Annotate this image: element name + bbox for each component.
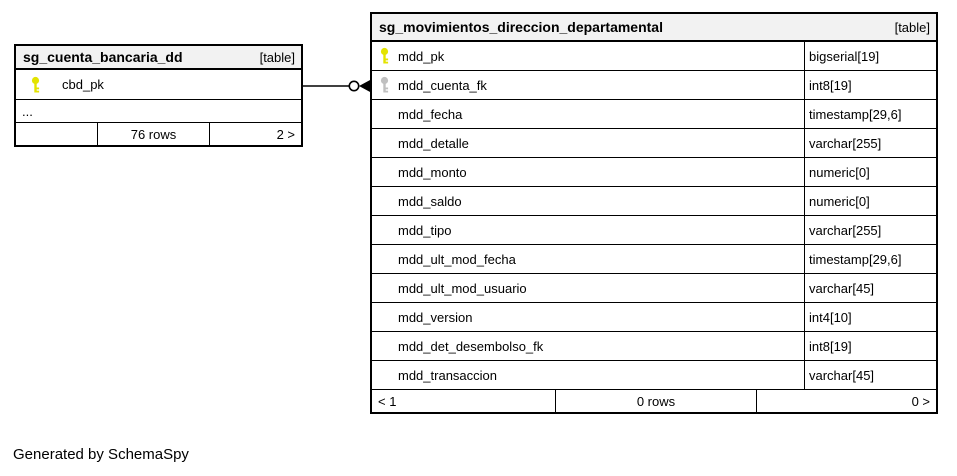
column-name-cell: mdd_cuenta_fk — [372, 71, 804, 99]
table-node-sg-movimientos-direccion-departamental: sg_movimientos_direccion_departamental [… — [370, 12, 938, 414]
column-name: mdd_ult_mod_fecha — [398, 251, 516, 267]
table-row: mdd_ult_mod_fecha timestamp[29,6] — [372, 245, 936, 274]
column-name: mdd_transaccion — [398, 367, 497, 383]
table-footer: 76 rows 2 > — [16, 123, 301, 145]
column-name: mdd_version — [398, 309, 473, 325]
column-name-cell: mdd_transaccion — [372, 361, 804, 389]
column-name: mdd_saldo — [398, 193, 462, 209]
column-name-cell: mdd_pk — [372, 42, 804, 70]
table-row: mdd_det_desembolso_fk int8[19] — [372, 332, 936, 361]
column-type: varchar[45] — [804, 361, 936, 389]
column-name-cell: mdd_saldo — [372, 187, 804, 215]
table-title[interactable]: sg_cuenta_bancaria_dd — [23, 49, 183, 65]
column-type: varchar[255] — [804, 216, 936, 244]
column-name-cell: mdd_tipo — [372, 216, 804, 244]
table-row: mdd_ult_mod_usuario varchar[45] — [372, 274, 936, 303]
children-count: 0 > — [756, 390, 936, 412]
column-type: bigserial[19] — [804, 42, 936, 70]
primary-key-icon — [31, 76, 40, 92]
table-row: mdd_tipo varchar[255] — [372, 216, 936, 245]
column-name: mdd_tipo — [398, 222, 452, 238]
column-name-cell: mdd_detalle — [372, 129, 804, 157]
table-title[interactable]: sg_movimientos_direccion_departamental — [379, 19, 663, 35]
column-type: varchar[255] — [804, 129, 936, 157]
table-row: mdd_detalle varchar[255] — [372, 129, 936, 158]
column-name: mdd_fecha — [398, 106, 463, 122]
parents-count: < 1 — [378, 393, 397, 409]
column-name-cell: mdd_ult_mod_fecha — [372, 245, 804, 273]
column-name: mdd_pk — [398, 48, 445, 64]
primary-key-icon — [380, 47, 389, 64]
table-row: mdd_saldo numeric[0] — [372, 187, 936, 216]
table-row: mdd_pk bigserial[19] — [372, 42, 936, 71]
footer-left-cell — [16, 123, 97, 145]
column-type: varchar[45] — [804, 274, 936, 302]
table-header[interactable]: sg_movimientos_direccion_departamental [… — [372, 14, 936, 42]
row-count: 0 rows — [555, 390, 756, 412]
column-name-cell: mdd_monto — [372, 158, 804, 186]
column-name: mdd_cuenta_fk — [398, 77, 487, 93]
table-type-badge: [table] — [259, 49, 295, 65]
table-row: mdd_cuenta_fk int8[19] — [372, 71, 936, 100]
column-name-cell: cbd_pk — [16, 70, 301, 99]
connector-open-circle — [348, 80, 360, 92]
table-row: mdd_version int4[10] — [372, 303, 936, 332]
column-type: numeric[0] — [804, 158, 936, 186]
table-row: mdd_transaccion varchar[45] — [372, 361, 936, 390]
column-type: int8[19] — [804, 332, 936, 360]
column-name: mdd_detalle — [398, 135, 469, 151]
related-tables-count: 2 > — [209, 123, 301, 145]
table-type-badge: [table] — [894, 19, 930, 35]
column-type: int8[19] — [804, 71, 936, 99]
column-type: int4[10] — [804, 303, 936, 331]
generated-by-note: Generated by SchemaSpy — [13, 446, 189, 463]
collapsed-columns-indicator: ... — [16, 100, 301, 123]
fk-relationship-connector — [302, 79, 371, 93]
column-type: timestamp[29,6] — [804, 100, 936, 128]
row-count: 76 rows — [97, 123, 209, 145]
column-name-cell: mdd_det_desembolso_fk — [372, 332, 804, 360]
column-name: mdd_monto — [398, 164, 467, 180]
table-row: mdd_monto numeric[0] — [372, 158, 936, 187]
column-name-cell: mdd_ult_mod_usuario — [372, 274, 804, 302]
table-header[interactable]: sg_cuenta_bancaria_dd [table] — [16, 46, 301, 70]
column-name: mdd_ult_mod_usuario — [398, 280, 527, 296]
connector-arrowhead — [359, 79, 371, 93]
column-name-cell: mdd_fecha — [372, 100, 804, 128]
table-footer: < 1 0 rows 0 > — [372, 390, 936, 412]
table-node-sg-cuenta-bancaria-dd: sg_cuenta_bancaria_dd [table] cbd_pk ... — [14, 44, 303, 147]
column-name-cell: mdd_version — [372, 303, 804, 331]
column-type: numeric[0] — [804, 187, 936, 215]
table-row: cbd_pk — [16, 70, 301, 100]
column-name: mdd_det_desembolso_fk — [398, 338, 544, 354]
ellipsis-text: ... — [22, 103, 33, 119]
table-row: mdd_fecha timestamp[29,6] — [372, 100, 936, 129]
foreign-key-icon — [380, 76, 389, 93]
column-type: timestamp[29,6] — [804, 245, 936, 273]
column-name: cbd_pk — [62, 77, 104, 92]
